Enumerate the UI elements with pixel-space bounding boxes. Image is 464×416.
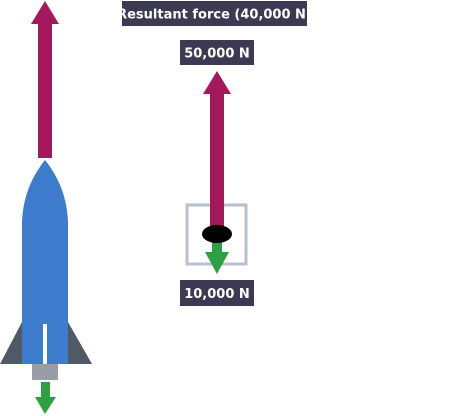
rocket-weight-arrow	[35, 382, 56, 414]
rocket-nozzle	[32, 364, 58, 380]
weight-force-label: 10,000 N	[180, 280, 254, 306]
resultant-force-label: Resultant force (40,000 N)	[117, 1, 312, 26]
thrust-force-text: 50,000 N	[184, 47, 250, 62]
point-mass	[202, 225, 232, 243]
thrust-force-label: 50,000 N	[180, 40, 254, 65]
weight-arrow	[205, 238, 229, 274]
rocket-resultant-arrow	[31, 1, 59, 158]
rocket-right-fin	[68, 322, 92, 364]
rocket	[0, 160, 92, 380]
thrust-arrow	[203, 71, 231, 232]
rocket-left-fin	[0, 322, 22, 364]
rocket-centre-line	[43, 324, 47, 368]
rocket-body	[22, 160, 68, 364]
weight-force-text: 10,000 N	[184, 287, 250, 302]
resultant-force-text: Resultant force (40,000 N)	[117, 8, 312, 23]
